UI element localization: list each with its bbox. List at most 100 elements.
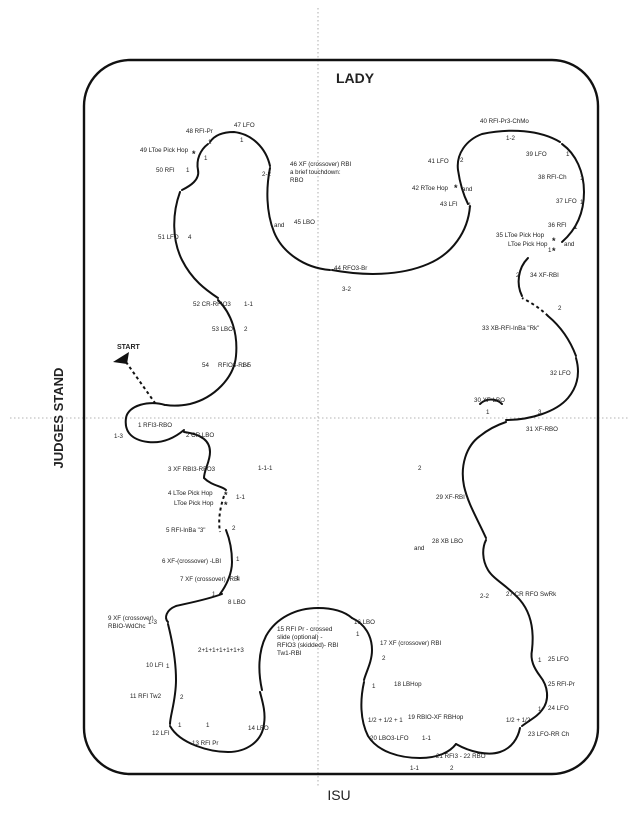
step-label: 36 RFI	[548, 222, 567, 229]
header-label: LADY	[336, 70, 375, 86]
path-lobe-40-43	[456, 129, 561, 205]
step-label: 17 XF (crossover) RBI	[380, 640, 441, 647]
step-label: 49 LToe Pick Hop	[140, 147, 189, 154]
step-label: RBIO-WdChc	[108, 623, 145, 630]
beat-count: 2	[558, 305, 562, 312]
path-lobe-1	[124, 402, 185, 444]
path-lobe-44	[331, 205, 471, 275]
judges-stand-label: JUDGES STAND	[51, 368, 66, 469]
path-lobe-48-50	[181, 143, 209, 191]
step-label: 51 LFO	[158, 234, 179, 241]
hop-marker-icon: *	[552, 246, 556, 256]
step-label: 38 RFI-Ch	[538, 174, 567, 181]
path-lobe-30	[479, 398, 503, 405]
step-label: 18 LBHop	[394, 681, 422, 688]
step-label: 48 RFI-Pr	[186, 128, 213, 135]
step-label: 47 LFO	[234, 122, 255, 129]
hop-marker-icon: *	[552, 236, 556, 246]
step-label: 25 LFO	[548, 656, 569, 663]
beat-count: 2	[460, 157, 464, 164]
step-label: 13 RFI Pr	[192, 740, 218, 747]
hop-marker-icon: *	[454, 183, 458, 193]
step-label: 33 XB-RFI-InBa "Rk"	[482, 325, 539, 332]
beat-count: 2+1+1+1+1+1+3	[198, 647, 244, 654]
path-lobe-10-11	[167, 623, 178, 725]
beat-counts: 1-3 1-1-1 1-1 2 1 1 1 1-3 1 2 1 1 2+1+1+…	[114, 135, 584, 772]
step-labels: 1 RFI3-RBO 2 CR LBO 3 XF RBI3-RFO3 4 LTo…	[108, 118, 577, 760]
beat-count: 1-2	[506, 135, 516, 142]
step-label: 4 LToe Pick Hop	[168, 490, 213, 497]
beat-count: 2	[450, 765, 454, 772]
step-label: 2 CR LBO	[186, 432, 214, 439]
beat-count: 1	[186, 167, 190, 174]
step-label: 3 XF RBI3-RFO3	[168, 466, 216, 473]
beat-count: and	[462, 186, 473, 193]
step-label: 21 RFI3 - 22 RBO	[436, 753, 486, 760]
beat-count: 1	[486, 409, 490, 416]
beat-count: 1-1	[244, 301, 254, 308]
step-label: 37 LFO	[556, 198, 577, 205]
step-label: 39 LFO	[526, 151, 547, 158]
beat-count: 1-1	[410, 765, 420, 772]
step-label: 43 LFI	[440, 201, 458, 208]
step-label: 46 XF (crossover) RBI	[290, 161, 351, 168]
path-lobe-5-6-7	[219, 529, 234, 595]
step-label: 35 LToe Pick Hop	[496, 232, 545, 239]
step-label: LToe Pick Hop	[174, 500, 214, 507]
hop-marker-icon: *	[224, 500, 228, 510]
path-lobe-35-39	[561, 143, 586, 243]
beat-count: 2-2	[480, 593, 490, 600]
beat-count: 1	[580, 175, 584, 182]
beat-count: 1	[372, 683, 376, 690]
start-approach-line	[125, 361, 156, 404]
beat-count: 2	[180, 694, 184, 701]
step-label: a brief touchdown:	[290, 169, 341, 176]
step-label: 50 RFI	[156, 167, 175, 174]
step-label: 23 LFO-RR Ch	[528, 731, 570, 738]
beat-count: 1-1-1	[258, 465, 273, 472]
step-label: 5 RFI-InBa "3"	[166, 527, 205, 534]
step-label: 40 RFI-Pr3-ChMo	[480, 118, 529, 125]
beat-count: 2	[516, 272, 520, 279]
step-label: 6 XF-(crossover) -LBI	[162, 558, 221, 565]
hop-marker-icon: *	[192, 149, 196, 159]
beat-count: 2	[244, 326, 248, 333]
path-lobe-33	[547, 315, 577, 357]
step-label: 41 LFO	[428, 158, 449, 165]
start-arrow-icon	[113, 352, 129, 364]
step-label: 28 XB LBO	[432, 538, 463, 545]
step-label: 9 XF (crossover)	[108, 615, 154, 622]
step-label: 10 LFI	[146, 662, 164, 669]
beat-count: 2	[232, 525, 236, 532]
path-lobe-23-25	[521, 649, 548, 727]
rink-boundary	[82, 58, 600, 776]
path-lobe-45-46	[266, 167, 331, 271]
path-lobe-31-32	[505, 357, 579, 421]
step-label: 32 LFO	[550, 370, 571, 377]
step-label: 42 RToe Hop	[412, 185, 449, 192]
beat-count: 1/2 + 1/2	[506, 717, 531, 724]
step-label: 54	[202, 362, 209, 369]
step-label: 24 LFO	[548, 705, 569, 712]
beat-count: 1	[566, 151, 570, 158]
step-label: 25 RFI-Pr	[548, 681, 575, 688]
step-label: 31 XF-RBO	[526, 426, 558, 433]
step-label: RFIO3-RBI	[218, 362, 249, 369]
step-label: 29 XF-RBI	[436, 494, 465, 501]
step-label: 14 LFO	[248, 725, 269, 732]
beat-count: and	[564, 241, 575, 248]
beat-count: 1	[212, 591, 216, 598]
beat-count: 1	[166, 663, 170, 670]
step-label: 44 RFO3-Br	[334, 265, 367, 272]
path-lobe-15	[258, 606, 353, 691]
beat-count: 3-2	[342, 286, 352, 293]
beat-count: 1	[236, 556, 240, 563]
step-label: LToe Pick Hop	[508, 241, 548, 248]
step-label: 34 XF-RBI	[530, 272, 559, 279]
step-label: 16 LBO	[354, 619, 375, 626]
start-label: START	[117, 344, 141, 351]
beat-count: 1	[548, 247, 552, 254]
beat-count: 2	[382, 655, 386, 662]
path-lobe-47	[209, 130, 271, 167]
